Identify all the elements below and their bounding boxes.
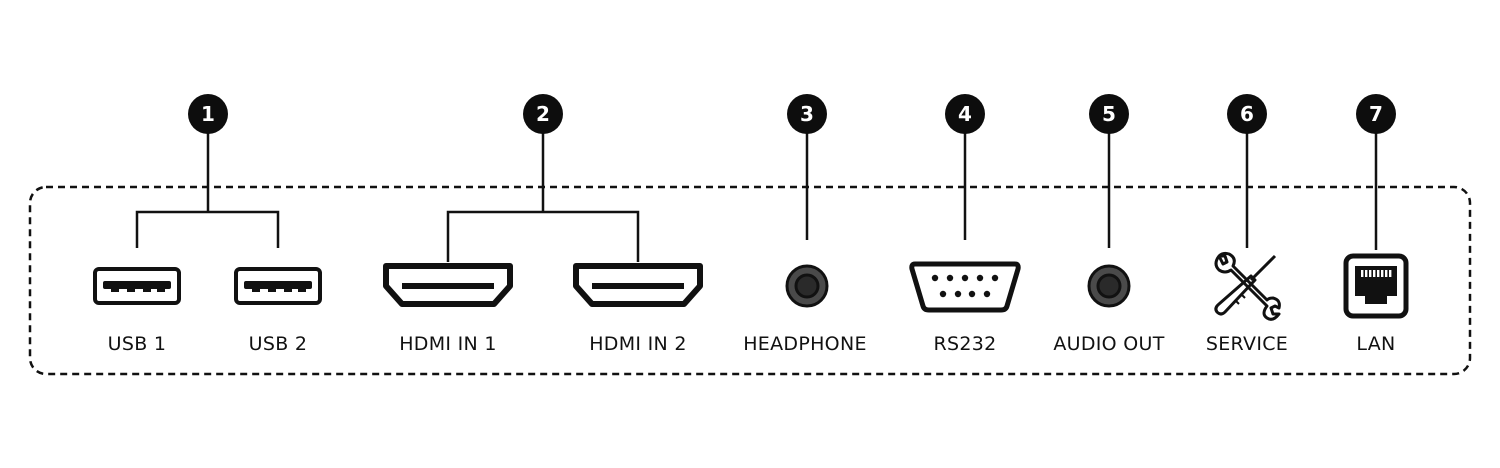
ethernet-port-icon (1343, 253, 1409, 319)
number-badge-7: 7 (1356, 94, 1396, 134)
leader-line (446, 210, 640, 262)
service-tools-icon (1214, 251, 1281, 321)
panel-border (28, 185, 1472, 376)
number-badge-label: 2 (536, 102, 550, 126)
number-badge-label: 6 (1240, 102, 1254, 126)
leader-lines (135, 114, 1378, 262)
port-label-usb-1: USB 1 (108, 333, 167, 355)
audio-jack-icon (785, 264, 829, 308)
hdmi-port-icon (383, 263, 513, 307)
port-label-hdmi-in-1: HDMI IN 1 (399, 333, 497, 355)
number-badge-1: 1 (188, 94, 228, 134)
number-badge-5: 5 (1089, 94, 1129, 134)
port-label-headphone: HEADPHONE (743, 333, 867, 355)
number-badge-6: 6 (1227, 94, 1267, 134)
serial-port-icon (909, 261, 1021, 313)
port-label-rs232: RS232 (933, 333, 996, 355)
port-label-audio-out: AUDIO OUT (1053, 333, 1164, 355)
usb-port-icon (234, 267, 322, 305)
audio-jack-icon (1087, 264, 1131, 308)
usb-port-icon (93, 267, 181, 305)
number-badge-label: 5 (1102, 102, 1116, 126)
number-badge-label: 1 (201, 102, 215, 126)
port-label-lan: LAN (1356, 333, 1395, 355)
port-label-usb-2: USB 2 (249, 333, 308, 355)
number-badge-3: 3 (787, 94, 827, 134)
port-label-service: SERVICE (1206, 333, 1288, 355)
number-badge-label: 3 (800, 102, 814, 126)
number-badge-4: 4 (945, 94, 985, 134)
number-badge-label: 4 (958, 102, 972, 126)
hdmi-port-icon (573, 263, 703, 307)
number-badge-label: 7 (1369, 102, 1383, 126)
leader-line (135, 210, 280, 248)
number-badge-2: 2 (523, 94, 563, 134)
port-label-hdmi-in-2: HDMI IN 2 (589, 333, 687, 355)
